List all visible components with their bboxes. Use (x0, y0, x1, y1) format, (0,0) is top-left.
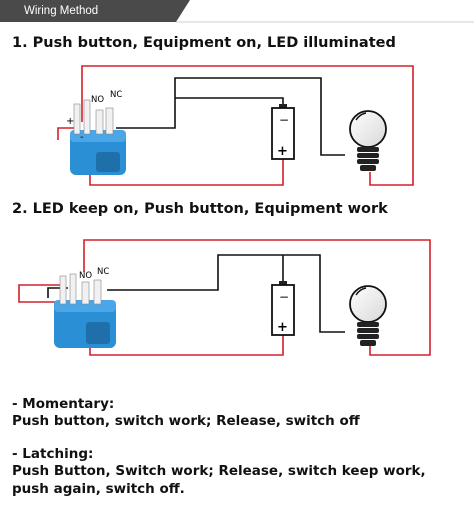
diagram-2-no-label: NO (79, 271, 92, 281)
diagram-1-no-label: NO (91, 95, 104, 105)
diagram-1-switch-plus: + (66, 116, 74, 127)
diagram-2-bulb-icon (349, 285, 387, 346)
diagram-2-battery-plus: + (277, 320, 288, 335)
diagram-1-black-wire (116, 77, 345, 156)
diagram-1-nc-label: NC (110, 90, 122, 100)
diagram-1-bulb-icon (349, 110, 387, 171)
diagram-1-battery-plus: + (277, 144, 288, 159)
diagram-1-battery-minus: − (279, 113, 289, 127)
diagram-2-battery (271, 281, 295, 336)
step-1-title: 1. Push button, Equipment on, LED illumi… (12, 35, 396, 51)
latching-text-line-1: Push Button, Switch work; Release, switc… (12, 463, 426, 479)
momentary-heading: - Momentary: (12, 396, 115, 412)
diagram-2-nc-label: NC (97, 267, 109, 277)
momentary-text: Push button, switch work; Release, switc… (12, 413, 360, 429)
diagram-1-switch-minus: - (80, 132, 84, 143)
diagram-1-battery (271, 104, 295, 160)
diagram-1-switch (70, 99, 126, 175)
header-bar-shape (0, 0, 474, 23)
header-bar: Wiring Method (0, 0, 474, 26)
step-2-title: 2. LED keep on, Push button, Equipment w… (12, 201, 388, 217)
header-title: Wiring Method (24, 5, 99, 17)
diagram-2-battery-minus: − (279, 290, 289, 304)
diagram-2-switch (54, 273, 116, 348)
diagram-2: NO NC − + (18, 239, 431, 356)
diagram-1: NO NC + - − + (57, 65, 414, 186)
latching-heading: - Latching: (12, 446, 94, 462)
latching-text-line-2: push again, switch off. (12, 481, 185, 497)
